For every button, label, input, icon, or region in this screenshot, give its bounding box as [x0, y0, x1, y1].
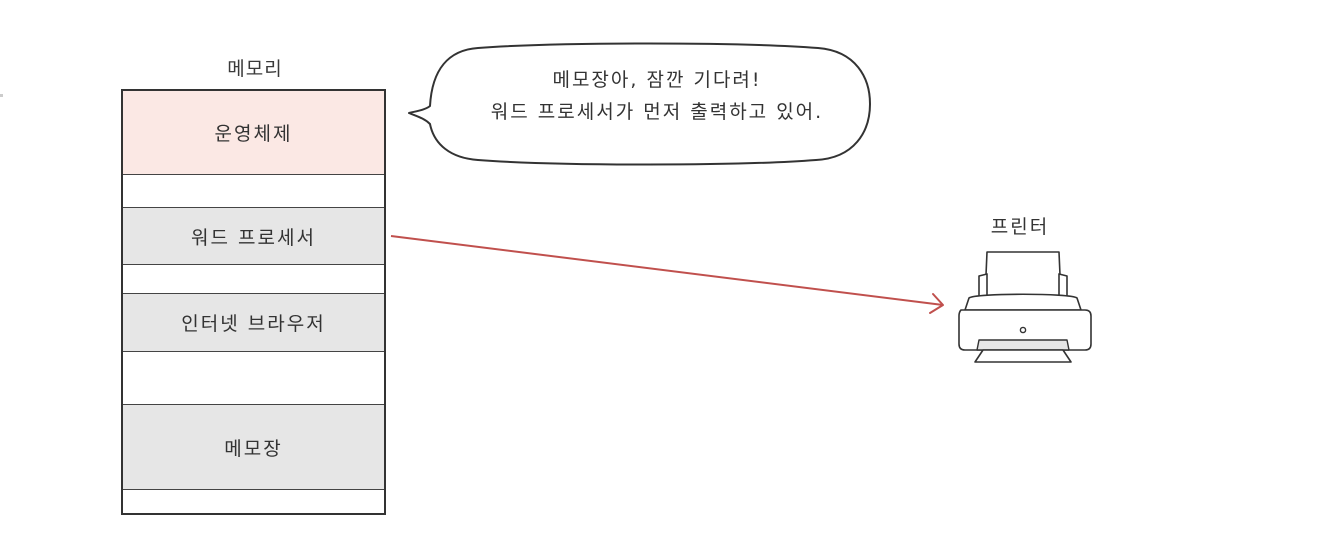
memory-block-notepad-label: 메모장 — [224, 437, 283, 460]
memory-block-word-processor: 워드 프로세서 — [123, 207, 384, 265]
speech-bubble-outline — [408, 42, 871, 166]
printer-title: 프린터 — [990, 216, 1050, 238]
print-arrow-head — [929, 293, 944, 314]
memory-diagram: 운영체제 워드 프로세서 인터넷 브라우저 메모장 — [121, 89, 386, 515]
speech-bubble-text: 메모장아, 잠깐 기다려! 워드 프로세서가 먼저 출력하고 있어. — [442, 64, 872, 128]
memory-block-browser-label: 인터넷 브라우저 — [181, 313, 326, 335]
edge-mark — [0, 94, 3, 97]
speech-bubble: 메모장아, 잠깐 기다려! 워드 프로세서가 먼저 출력하고 있어. — [408, 40, 878, 168]
memory-title: 메모리 — [227, 58, 283, 80]
memory-block-os: 운영체제 — [123, 91, 384, 175]
memory-block-notepad: 메모장 — [123, 404, 384, 490]
speech-bubble-line-1: 메모장아, 잠깐 기다려! — [552, 69, 762, 91]
memory-block-os-label: 운영체제 — [214, 123, 293, 145]
speech-bubble-line-2: 워드 프로세서가 먼저 출력하고 있어. — [490, 101, 824, 123]
printer-icon — [958, 251, 1092, 363]
print-arrow-line — [390, 235, 944, 306]
memory-block-word-processor-label: 워드 프로세서 — [191, 226, 316, 249]
memory-block-browser: 인터넷 브라우저 — [123, 293, 384, 352]
